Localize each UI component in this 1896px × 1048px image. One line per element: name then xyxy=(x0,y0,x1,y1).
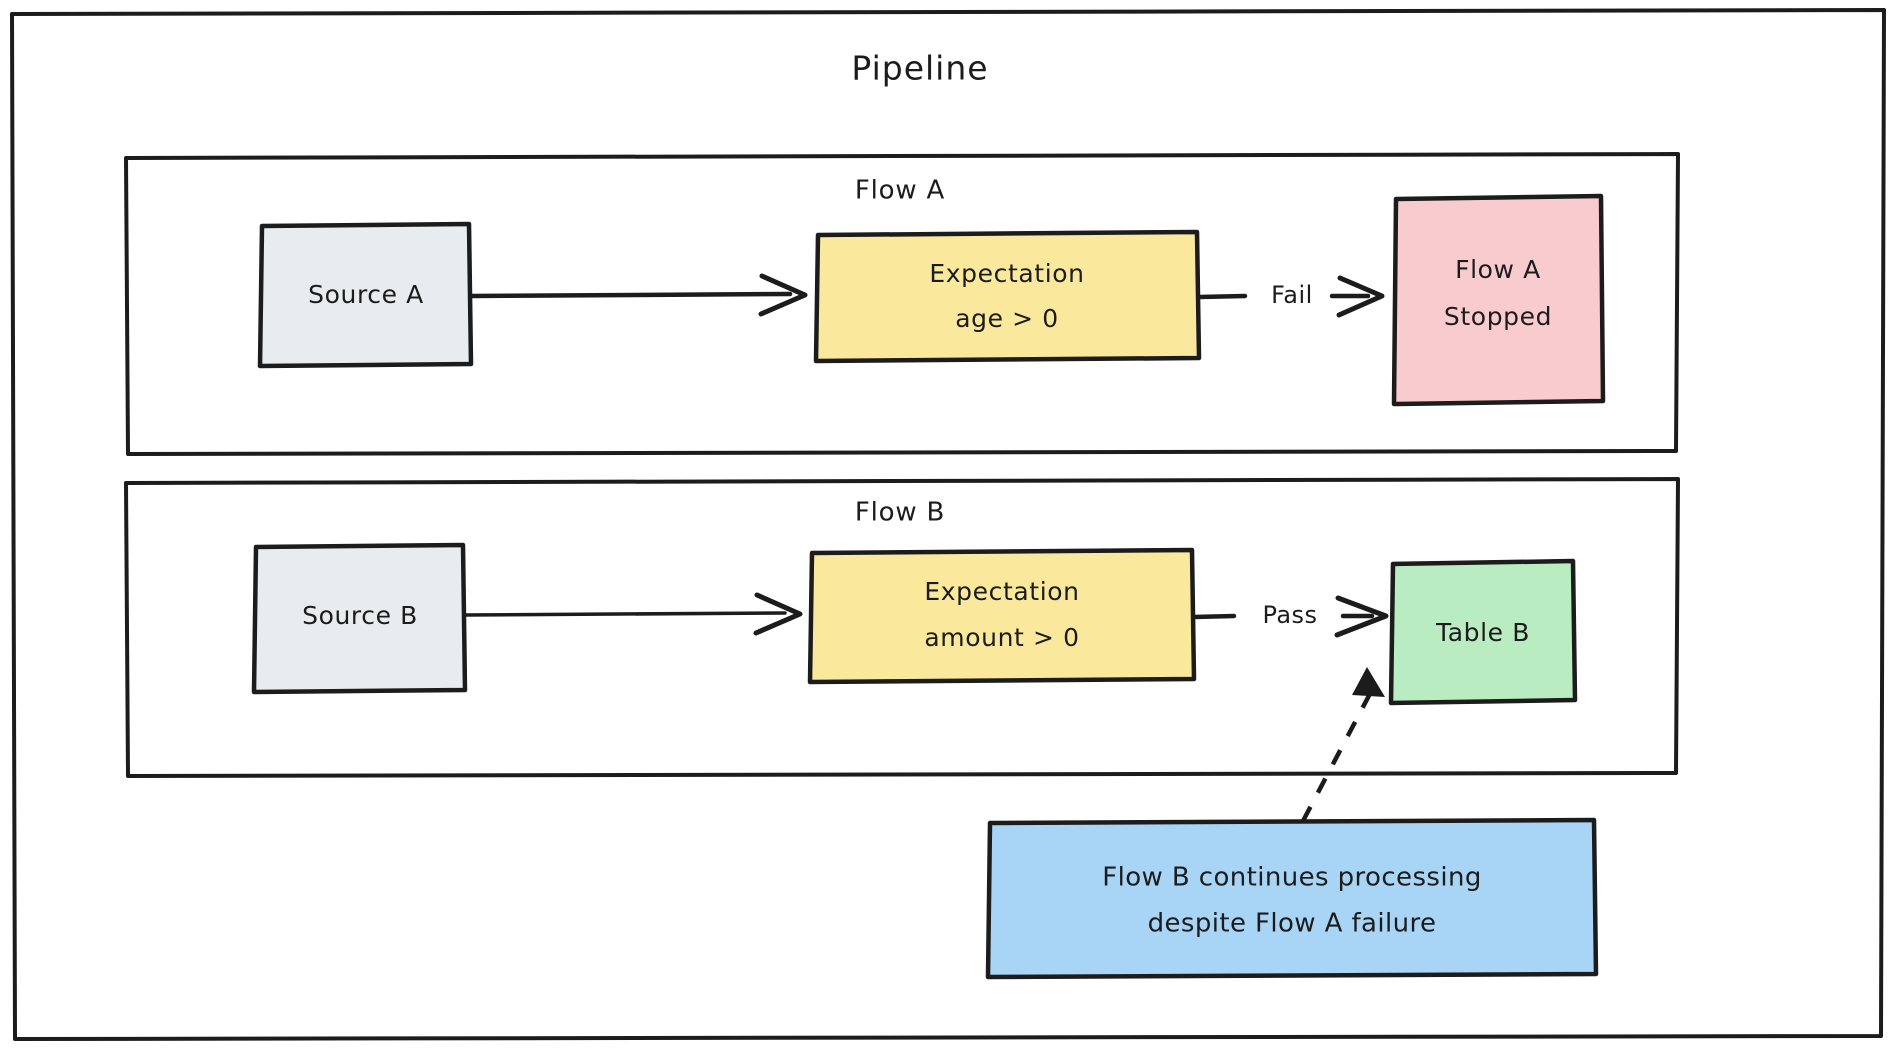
table-b-box xyxy=(1388,558,1578,706)
annotation-arrowhead xyxy=(1352,667,1385,697)
flow-b-label: Flow B xyxy=(855,498,945,528)
source-b-box xyxy=(251,542,468,695)
expectation-a-label-line2: age > 0 xyxy=(955,304,1059,333)
flow-a-stopped-label-line1: Flow A xyxy=(1455,255,1541,284)
edge-source-b-to-expectation-b xyxy=(463,592,803,636)
edge-label-fail: Fail xyxy=(1271,281,1313,309)
node-source-b[interactable]: Source B xyxy=(251,542,468,695)
edge-label-pass: Pass xyxy=(1262,601,1317,629)
pipeline-container xyxy=(10,8,1886,1041)
node-expectation-a[interactable]: Expectation age > 0 xyxy=(813,229,1202,364)
expectation-b-label-line2: amount > 0 xyxy=(924,623,1079,652)
expectation-a-label-line1: Expectation xyxy=(929,259,1084,288)
node-source-a[interactable]: Source A xyxy=(257,221,474,369)
table-b-label: Table B xyxy=(1435,618,1530,647)
source-b-label: Source B xyxy=(302,601,418,630)
flow-a-stopped-box xyxy=(1391,193,1606,407)
flow-b-container xyxy=(124,477,1680,778)
expectation-b-box xyxy=(807,547,1197,685)
expectation-a-box xyxy=(813,229,1202,364)
page-title: Pipeline xyxy=(851,49,988,88)
annotation-note-box xyxy=(985,817,1599,980)
flow-a-container xyxy=(124,152,1680,456)
edge-expectation-b-to-table-b: Pass xyxy=(1191,595,1389,638)
annotation-line1: Flow B continues processing xyxy=(1102,863,1482,893)
annotation-connector xyxy=(1301,667,1385,823)
edge-source-a-to-expectation-a xyxy=(468,273,808,317)
node-table-b[interactable]: Table B xyxy=(1388,558,1578,706)
source-a-label: Source A xyxy=(308,280,424,309)
flow-a-stopped-label-line2: Stopped xyxy=(1444,302,1552,331)
source-a-box xyxy=(257,221,474,369)
expectation-b-label-line1: Expectation xyxy=(924,577,1079,606)
edge-expectation-a-to-flow-a-stopped: Fail xyxy=(1196,275,1385,318)
annotation-note[interactable]: Flow B continues processing despite Flow… xyxy=(985,817,1599,980)
annotation-line2: despite Flow A failure xyxy=(1148,909,1437,939)
node-expectation-b[interactable]: Expectation amount > 0 xyxy=(807,547,1197,685)
node-flow-a-stopped[interactable]: Flow A Stopped xyxy=(1391,193,1606,407)
flow-a-label: Flow A xyxy=(855,176,945,206)
